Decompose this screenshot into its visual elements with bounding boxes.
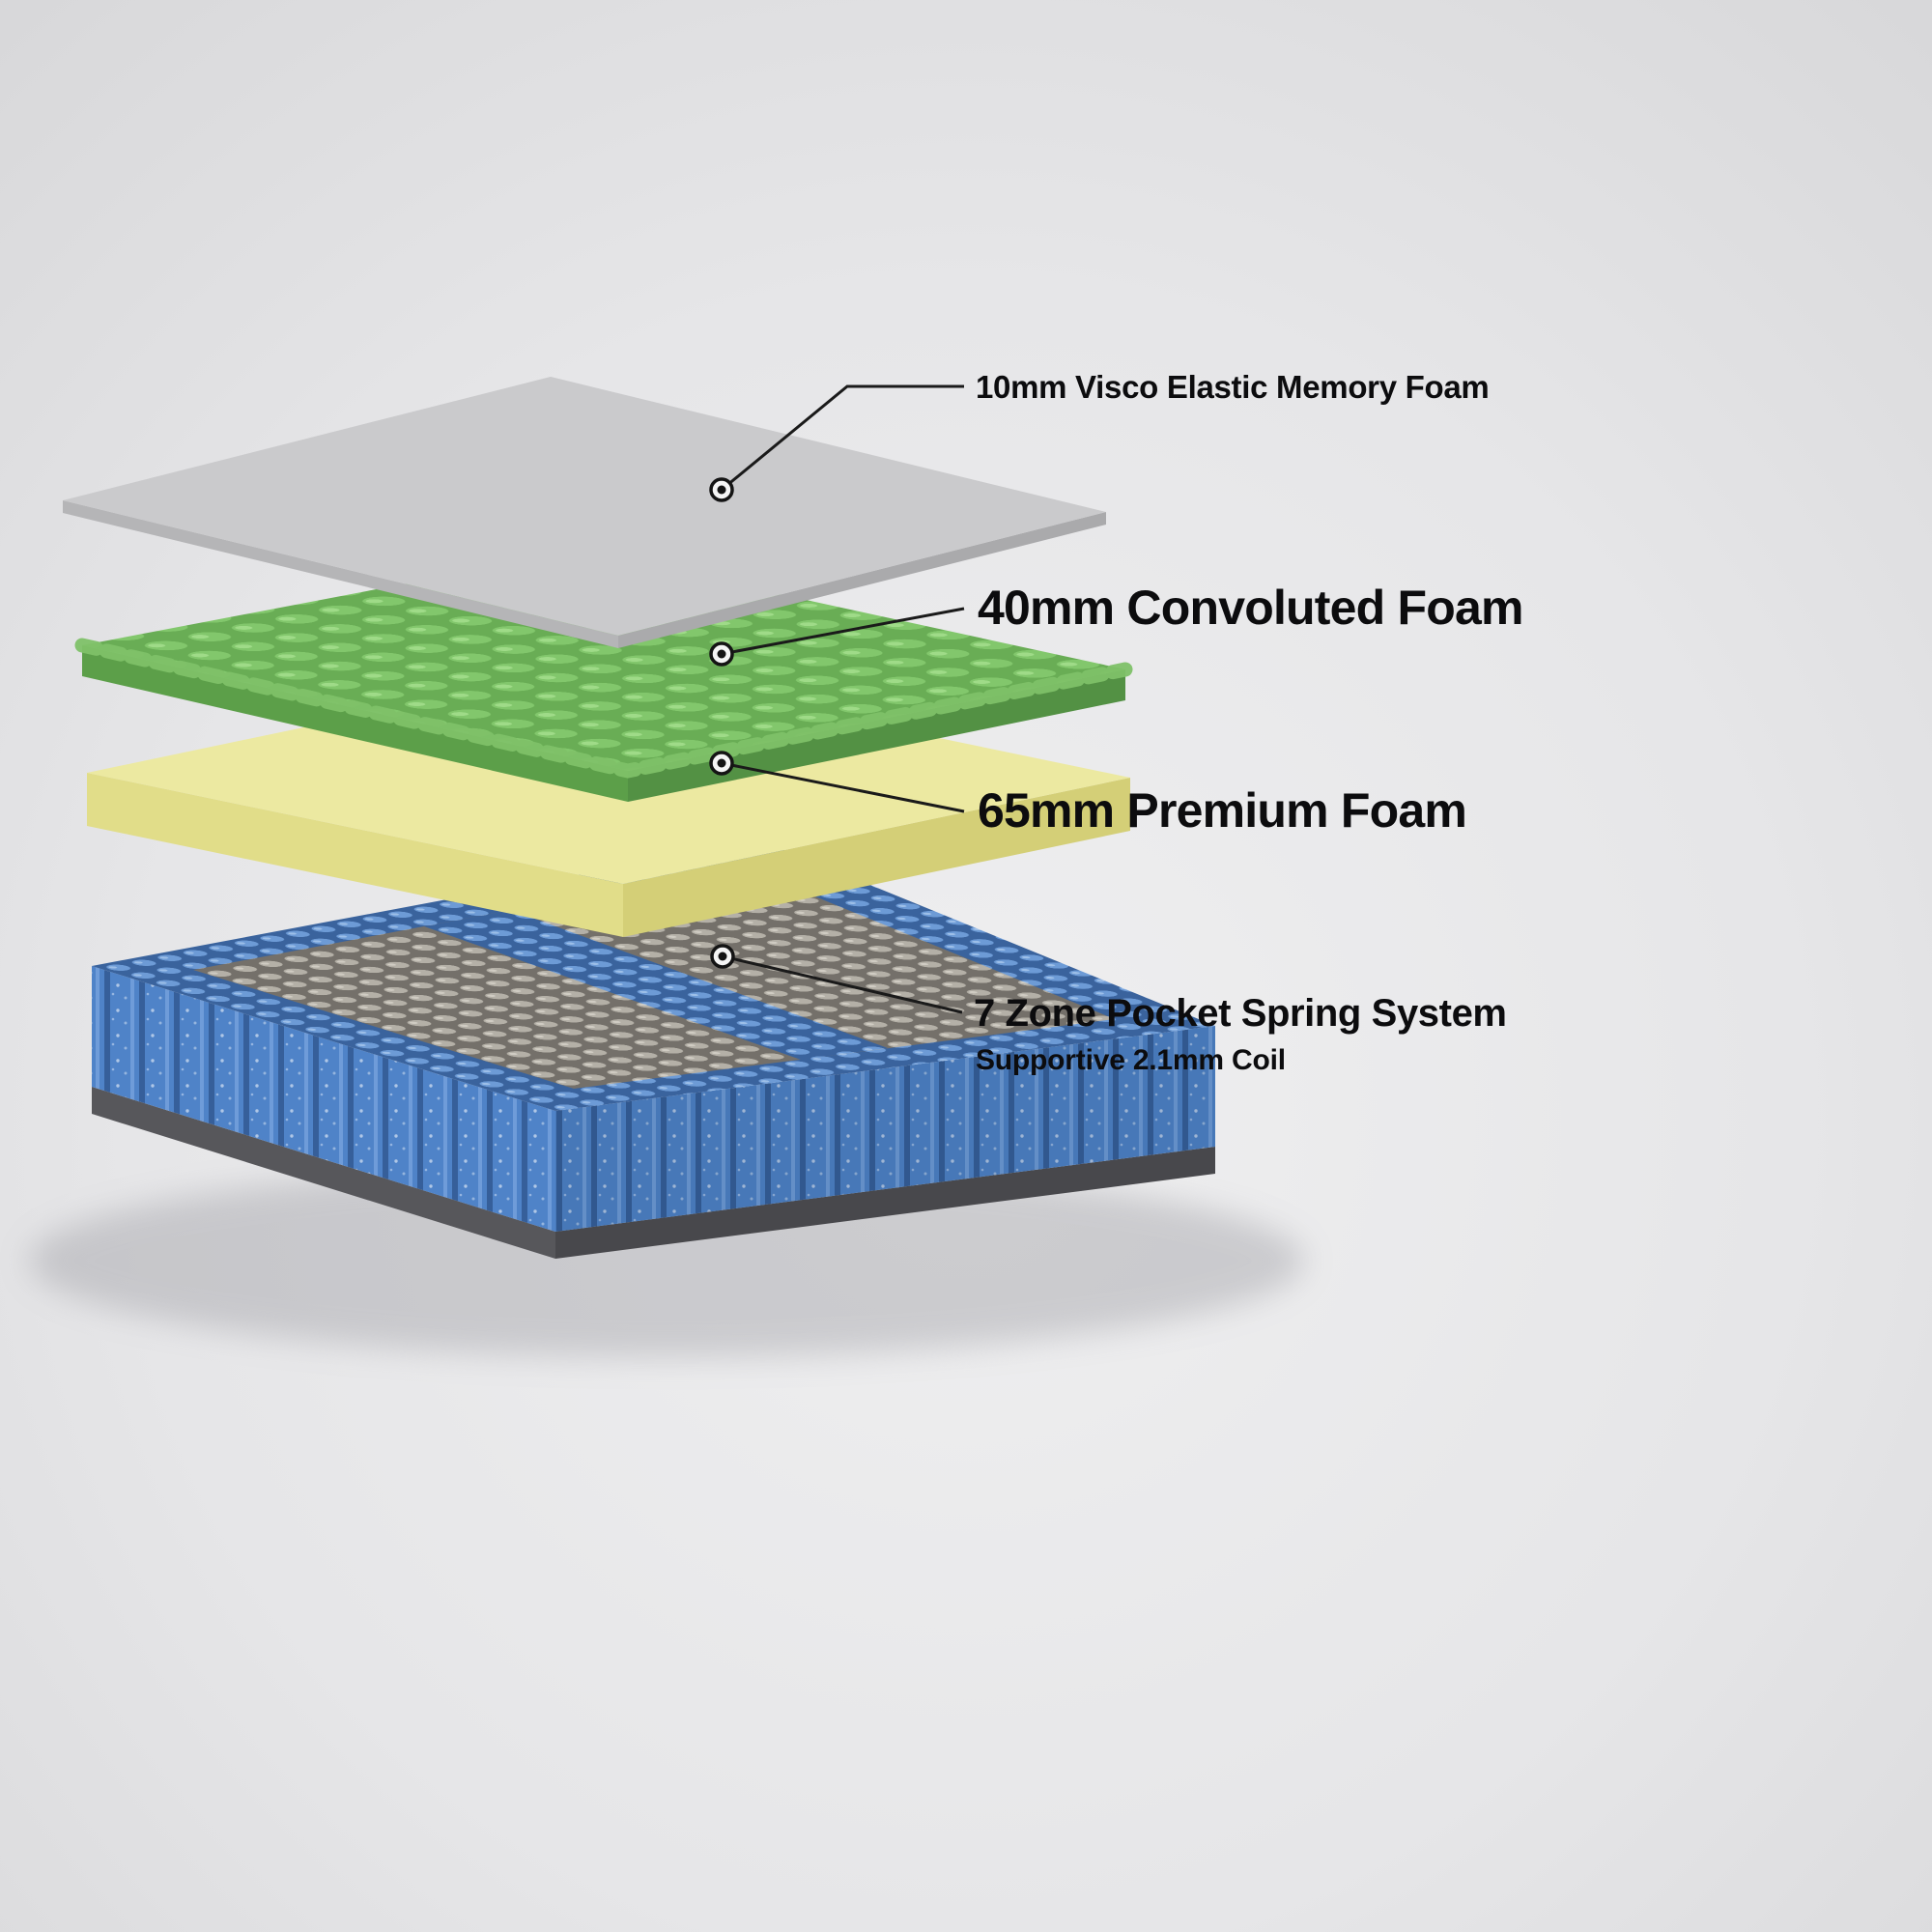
convoluted-foam-left-face [82, 645, 628, 802]
spring-zone-center-band [424, 910, 888, 1060]
label-pocket-spring: 7 Zone Pocket Spring System [974, 992, 1507, 1035]
callout-convoluted-foam: 40mm Convoluted Foam [709, 581, 1523, 667]
callout-pocket-spring: 7 Zone Pocket Spring System Supportive 2… [710, 944, 1507, 1076]
leader-line-memory-foam [721, 384, 964, 492]
premium-foam-right-face [623, 778, 1130, 937]
callout-marker-dot [717, 649, 726, 659]
memory-foam-right-face [618, 512, 1106, 648]
callout-marker-dot [717, 485, 726, 495]
premium-foam-left-face [87, 773, 623, 937]
callout-premium-foam: 65mm Premium Foam [709, 751, 1467, 838]
label-memory-foam: 10mm Visco Elastic Memory Foam [976, 369, 1489, 405]
convoluted-foam-bump-edge [74, 638, 1133, 779]
label-pocket-spring-sub: Supportive 2.1mm Coil [976, 1044, 1286, 1076]
spring-base-right-face [555, 1147, 1215, 1259]
floor-shadow [29, 1164, 1304, 1357]
spring-left-face [92, 966, 555, 1232]
memory-foam-left-face [63, 500, 618, 648]
spring-right-face [555, 1026, 1215, 1232]
callout-marker-dot [718, 952, 727, 961]
leader-line-convoluted-foam [721, 607, 965, 656]
spring-base-left-face [92, 1087, 555, 1259]
layer-memory-foam [63, 377, 1106, 648]
label-convoluted-foam: 40mm Convoluted Foam [978, 581, 1523, 635]
layer-pocket-spring [92, 840, 1215, 1259]
leader-line-pocket-spring [722, 954, 963, 1014]
memory-foam-top-face [63, 377, 1106, 636]
label-premium-foam: 65mm Premium Foam [978, 783, 1466, 838]
callout-memory-foam: 10mm Visco Elastic Memory Foam [709, 369, 1490, 502]
callout-marker-dot [717, 758, 726, 768]
leader-line-premium-foam [721, 761, 965, 813]
spring-right-face-shade [555, 1026, 1215, 1232]
